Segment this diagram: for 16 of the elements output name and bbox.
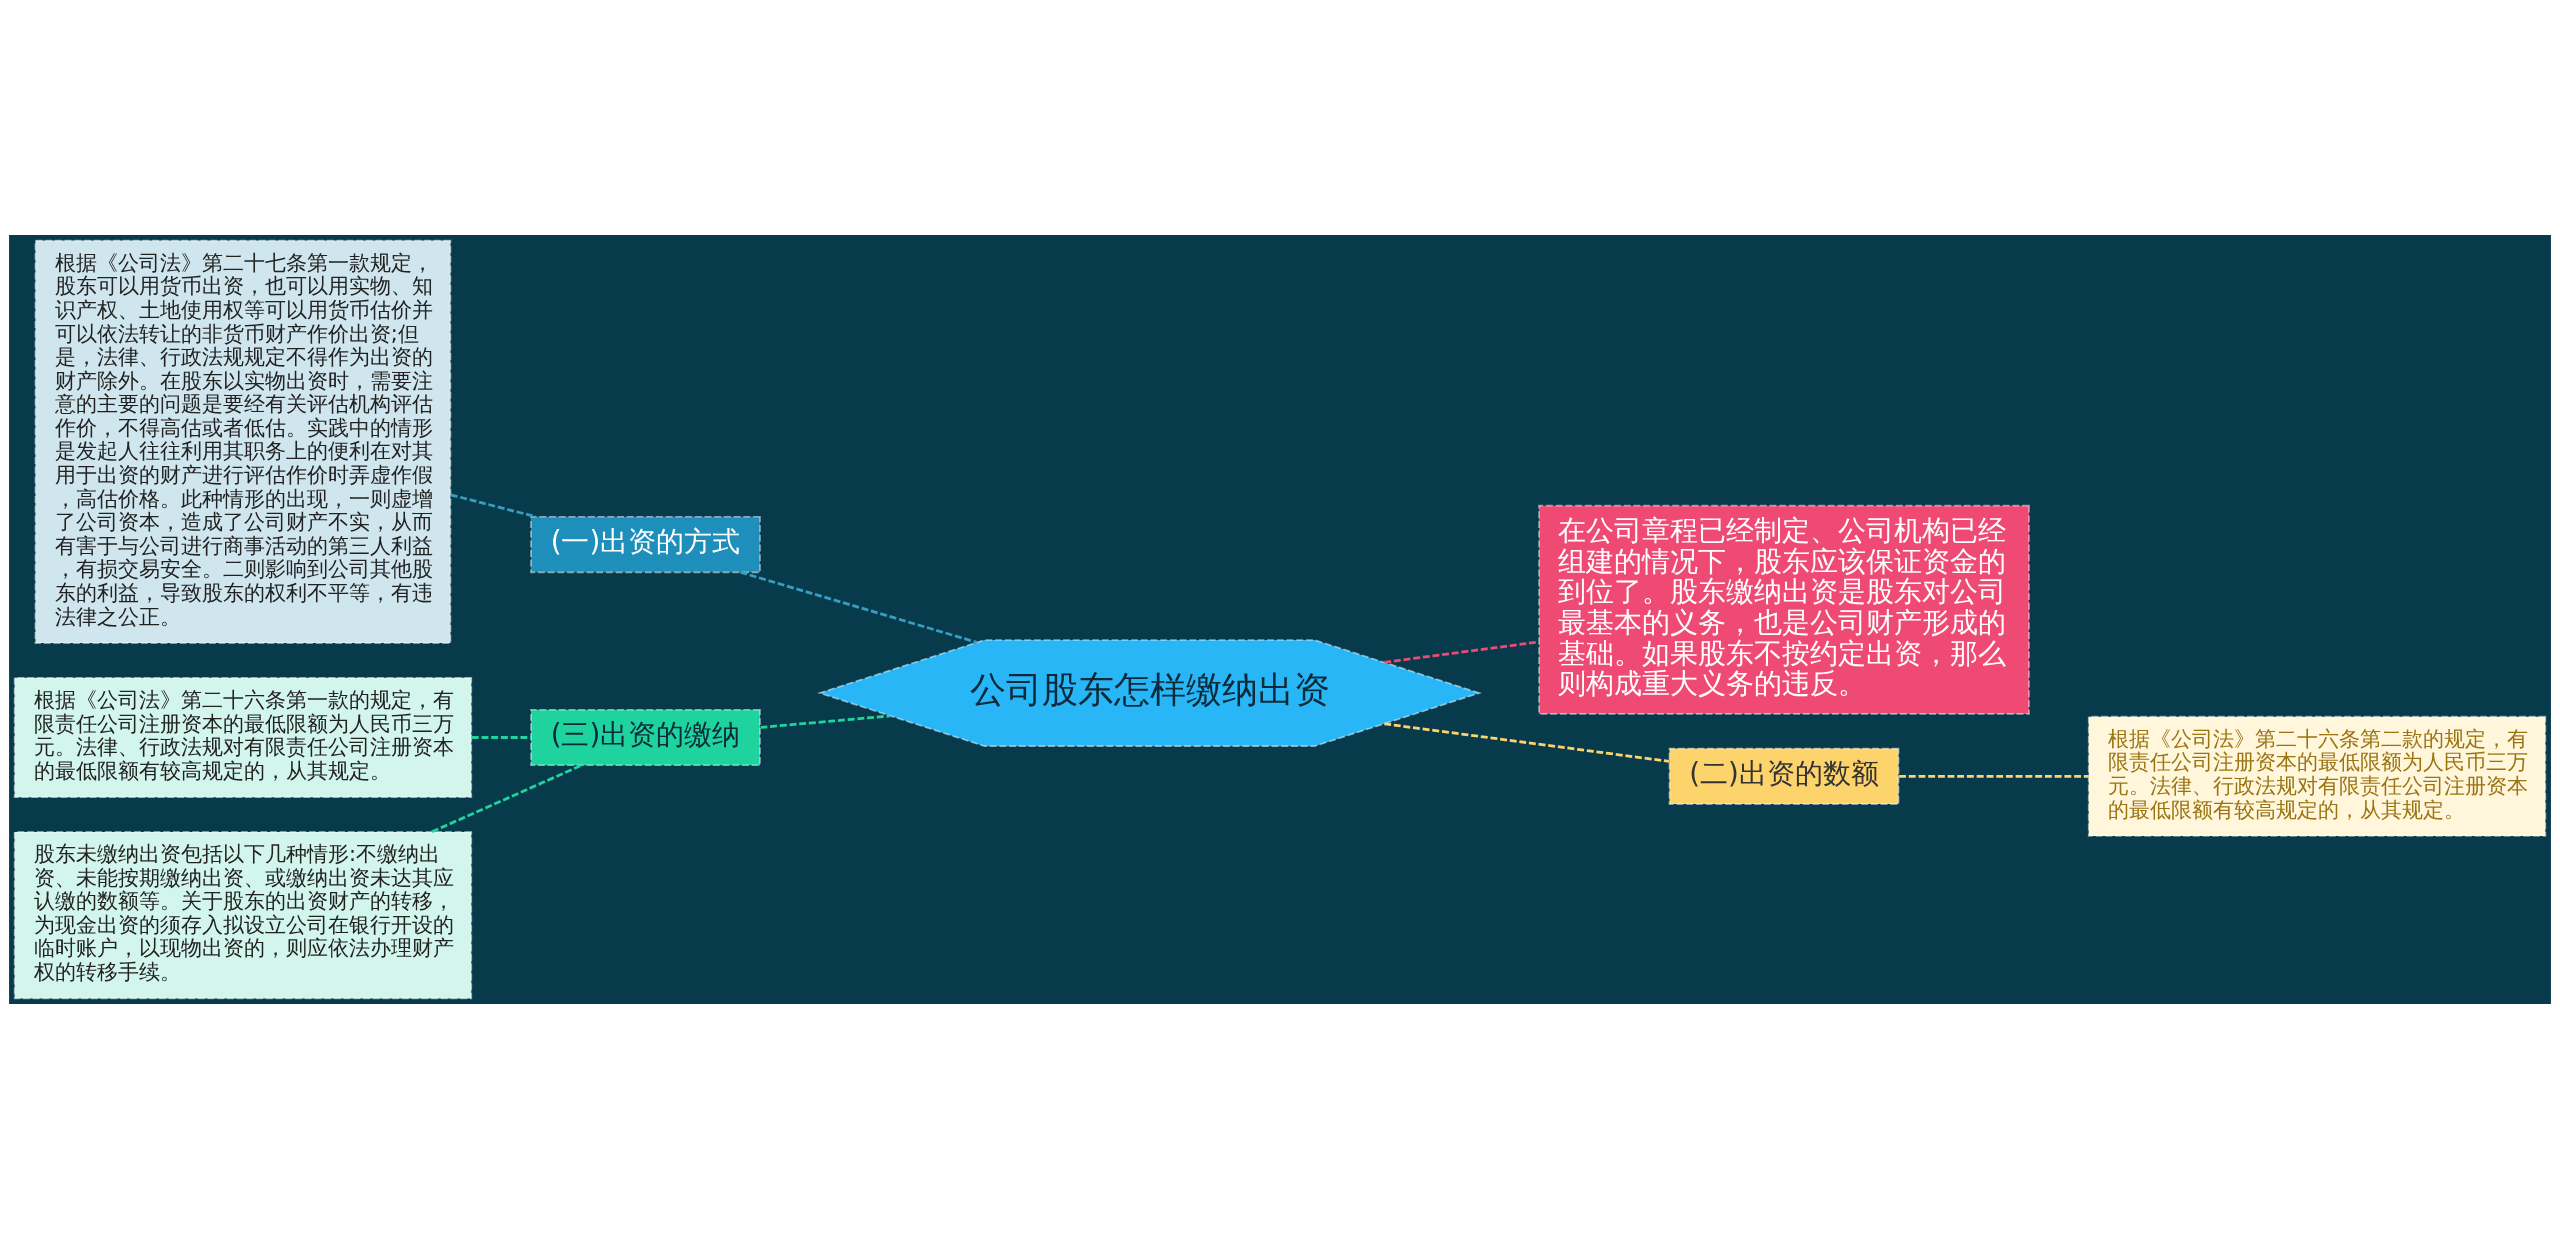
- node-box: 股东未缴纳出资包括以下几种情形:不缴纳出资、未能按期缴纳出资、或缴纳出资未达其应认缴的数额等。关于股东的出资财产的转移，为现金出资的须存入拟设立公司在银行开设的临时账户，以现物出资的，则应依法办理财产权的转移手续。: [13, 830, 473, 999]
- node-box: 在公司章程已经制定、公司机构已经组建的情况下，股东应该保证资金的到位了。股东缴纳出资是股东对公司最基本的义务，也是公司财产形成的基础。如果股东不按约定出资，那么则构成重大义务的违反。: [1538, 504, 2030, 715]
- node-box: 根据《公司法》第二十六条第一款的规定，有限责任公司注册资本的最低限额为人民币三万元。法律、行政法规对有限责任公司注册资本的最低限额有较高规定的，从其规定。: [13, 676, 473, 798]
- node-box: 根据《公司法》第二十六条第二款的规定，有限责任公司注册资本的最低限额为人民币三万元。法律、行政法规对有限责任公司注册资本的最低限额有较高规定的，从其规定。: [2087, 715, 2547, 837]
- connector: [740, 570, 978, 644]
- connector: [1384, 721, 1670, 763]
- connector: [431, 763, 583, 833]
- connector: [450, 493, 537, 518]
- node-box: (一)出资的方式: [530, 515, 761, 573]
- connector: [1899, 774, 2089, 778]
- connector: [1384, 640, 1539, 664]
- node-box: (二)出资的数额: [1668, 747, 1900, 805]
- connector: [471, 735, 531, 739]
- connector: [760, 714, 891, 729]
- node-box: 根据《公司法》第二十七条第一款规定，股东可以用货币出资，也可以用实物、知识产权、土地使用权等可以用货币估价并可以依法转让的非货币财产作价出资;但是，法律、行政法规规定不得作为出资的财产除外。在股东以实物出资时，需要注意的主要的问题是要经有关评估机构评估作价，不得高估或者低估。实践中的情形是发起人往往利用其职务上的便利在对其用于出资的财产进行评估作价时弄虚作假，高估价格。此种情形的出现，一则虚增了公司资本，造成了公司财产不实，从而有害于与公司进行商事活动的第三人利益，有损交易安全。二则影响到公司其他股东的利益，导致股东的权利不平等，有违法律之公正。: [34, 239, 452, 644]
- node-box: (三)出资的缴纳: [530, 708, 761, 766]
